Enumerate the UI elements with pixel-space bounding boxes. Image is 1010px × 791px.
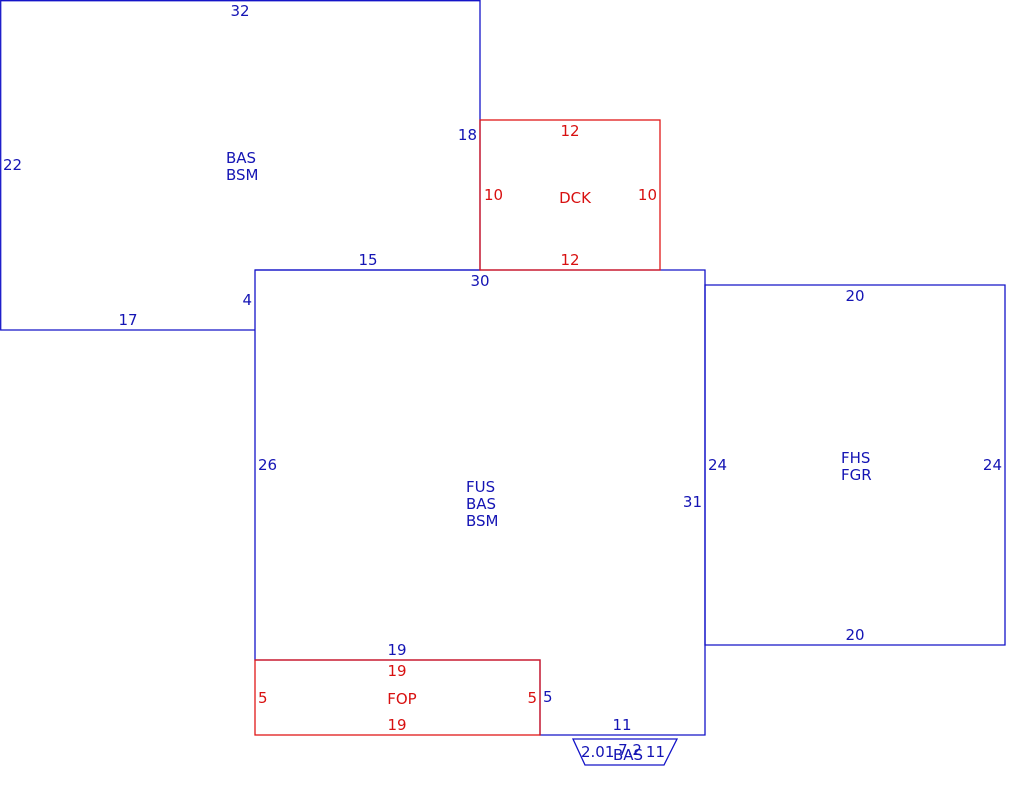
porch-dim-bottom: 19 xyxy=(387,716,406,734)
garage-dim-right: 24 xyxy=(983,456,1002,474)
deck-dim-left: 10 xyxy=(484,186,503,204)
main-code-2: BAS xyxy=(466,495,496,513)
deck-dim-bottom: 12 xyxy=(560,251,579,269)
upper-left-dim-right: 18 xyxy=(458,126,477,144)
garage-code-1: FHS xyxy=(841,449,870,467)
main-dim-right: 31 xyxy=(683,493,702,511)
deck-dim-right: 10 xyxy=(638,186,657,204)
porch-code: FOP xyxy=(387,690,416,708)
deck-code: DCK xyxy=(559,189,592,207)
garage-area-outline xyxy=(704,284,1006,646)
upper-left-dim-top: 32 xyxy=(230,2,249,20)
main-code-3: BSM xyxy=(466,512,499,530)
deck-outline xyxy=(479,119,661,271)
upper-left-code-1: BAS xyxy=(226,149,256,167)
upper-left-dim-left: 22 xyxy=(3,156,22,174)
porch-dim-top: 19 xyxy=(387,662,406,680)
porch-dim-right: 5 xyxy=(527,689,537,707)
deck-dim-top: 12 xyxy=(560,122,579,140)
main-code-1: FUS xyxy=(466,478,495,496)
main-dim-bottom-inner: 19 xyxy=(387,641,406,659)
main-dim-notch: 5 xyxy=(543,688,553,706)
main-dim-top: 30 xyxy=(470,272,489,290)
upper-left-dim-step: 4 xyxy=(242,291,252,309)
bay-dim-top: 7.2 xyxy=(618,741,642,759)
bay-code: BAS xyxy=(613,746,643,764)
porch-outline xyxy=(254,659,541,736)
main-dim-top-left: 15 xyxy=(358,251,377,269)
garage-dim-bottom: 20 xyxy=(845,626,864,644)
bay-area-outline xyxy=(571,738,679,766)
upper-left-dim-bottom: 17 xyxy=(118,311,137,329)
upper-left-code-2: BSM xyxy=(226,166,259,184)
garage-code-2: FGR xyxy=(841,466,872,484)
porch-dim-left: 5 xyxy=(258,689,268,707)
garage-dim-left: 24 xyxy=(708,456,727,474)
main-dim-left: 26 xyxy=(258,456,277,474)
garage-dim-top: 20 xyxy=(845,287,864,305)
bay-dim-right: 11 xyxy=(646,743,665,761)
bay-dim-left: 2.01 xyxy=(581,743,614,761)
main-dim-bottom-right: 11 xyxy=(612,716,631,734)
